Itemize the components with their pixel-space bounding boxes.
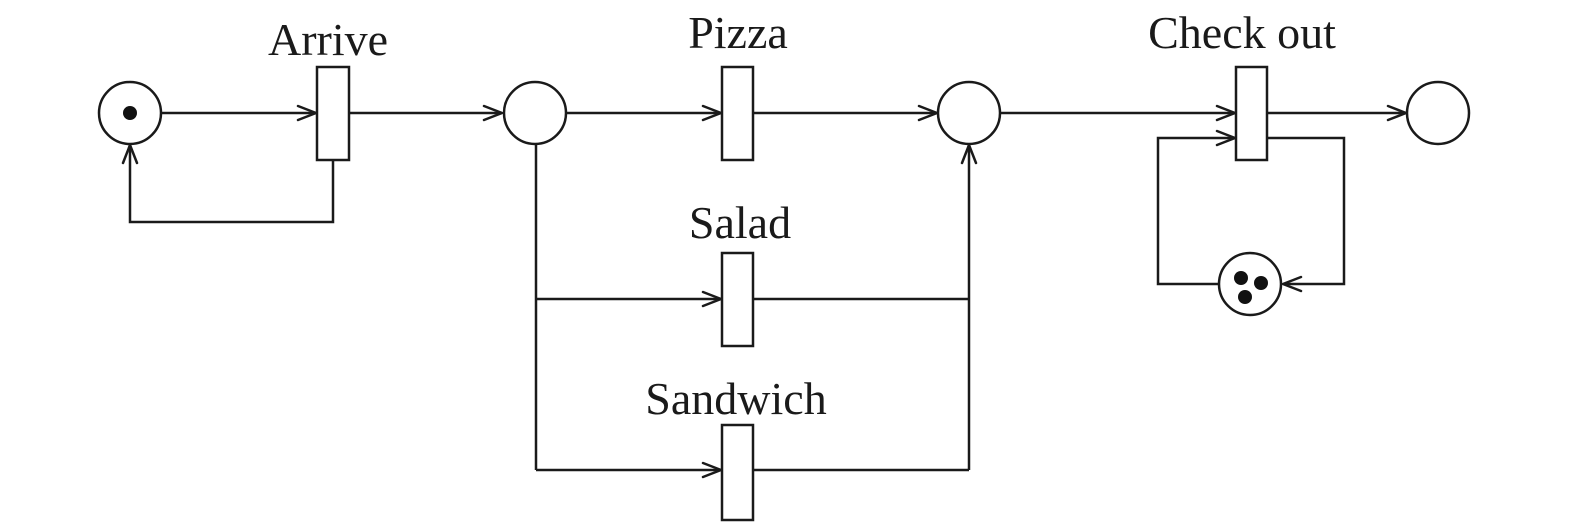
sandwich-label: Sandwich [645,373,826,424]
token [1234,271,1248,285]
place-cashiers [1217,251,1283,317]
arc-arrive-to-start [128,145,335,224]
place-ordering [502,80,568,146]
pizza-label: Pizza [688,7,788,58]
token [1254,276,1268,290]
token [123,106,137,120]
token [1238,290,1252,304]
checkout-label: Check out [1148,7,1336,58]
arc-checkout-to-cashiers [1268,136,1346,286]
place-done [1405,80,1471,146]
arrowhead-ordering-in [482,104,504,122]
salad-label: Salad [689,197,791,248]
arrowhead-cashiers-in [1281,275,1303,293]
arrive-label: Arrive [268,14,388,65]
transition-sandwich [720,423,755,522]
transition-salad [720,251,755,348]
place-eating [936,80,1002,146]
transition-arrive [315,65,351,162]
transition-pizza [720,65,755,162]
transition-checkout [1234,65,1269,162]
arc-cashiers-to-checkout [1156,136,1235,286]
